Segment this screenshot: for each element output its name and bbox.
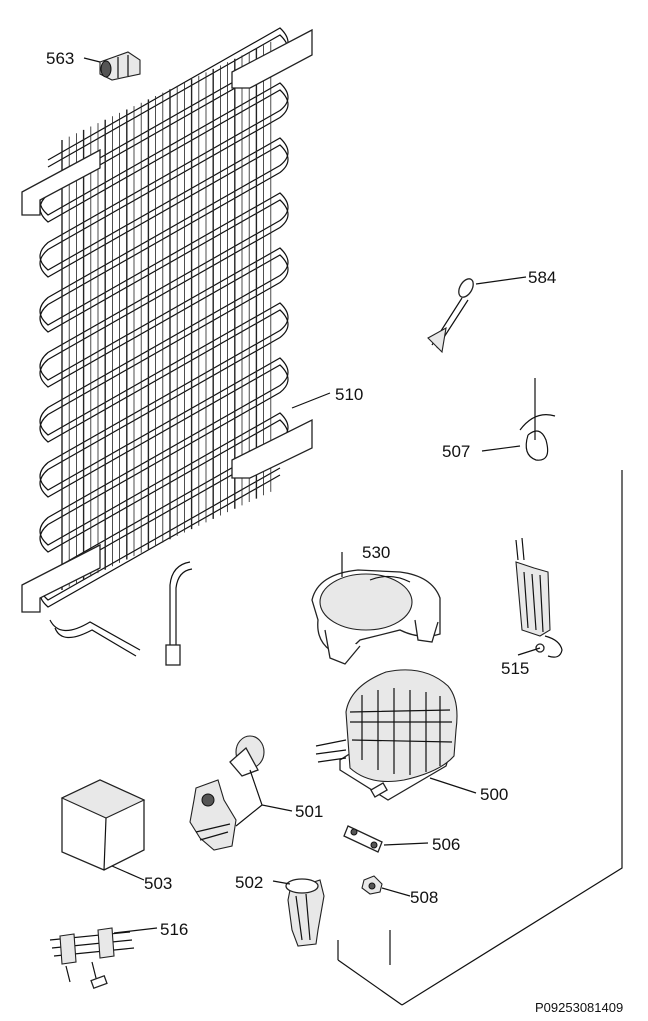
sensor-clip-part-584 <box>427 278 474 354</box>
label-506: 506 <box>432 835 460 854</box>
condenser-tube <box>39 27 289 601</box>
relay-part-501 <box>189 735 265 851</box>
drier-part-502 <box>285 878 325 947</box>
condenser-bracket-top-right <box>231 28 313 89</box>
label-503: 503 <box>144 874 172 893</box>
condenser-grid <box>61 41 272 590</box>
label-584: 584 <box>528 268 556 287</box>
label-563: 563 <box>46 49 74 68</box>
condenser-drier-pipe <box>169 561 193 660</box>
clip-part-563 <box>99 51 141 81</box>
condenser-bracket-bottom-left <box>21 543 101 613</box>
label-502: 502 <box>235 873 263 892</box>
condenser-tube <box>39 34 289 608</box>
label-507: 507 <box>442 442 470 461</box>
label-515: 515 <box>501 659 529 678</box>
label-516: 516 <box>160 920 188 939</box>
wiring-part-516 <box>49 927 135 989</box>
label-530: 530 <box>362 543 390 562</box>
label-500: 500 <box>480 785 508 804</box>
label-508: 508 <box>410 888 438 907</box>
drawing-code: P09253081409 <box>535 1000 623 1015</box>
leader-lines <box>83 57 541 934</box>
bracket-part-506 <box>343 825 383 853</box>
drip-tray-part-530 <box>311 569 441 665</box>
label-501: 501 <box>295 802 323 821</box>
cabinet-outline <box>337 470 623 1006</box>
condenser-pipe-end <box>165 644 181 666</box>
part-labels: 563 584 510 507 530 515 500 501 506 503 … <box>46 49 556 939</box>
cable-tie-part-507 <box>519 378 556 461</box>
cover-box-part-503 <box>60 779 146 871</box>
condenser-part <box>21 27 313 666</box>
label-510: 510 <box>335 385 363 404</box>
compressor-part-500 <box>315 669 458 801</box>
heater-part-515 <box>515 537 563 658</box>
condenser-outlet-pipe <box>49 619 141 657</box>
condenser-coil <box>39 27 289 608</box>
nut-part-508 <box>361 875 383 895</box>
condenser-bracket-mid-right <box>231 418 313 479</box>
condenser-bracket-top-left <box>21 148 101 216</box>
